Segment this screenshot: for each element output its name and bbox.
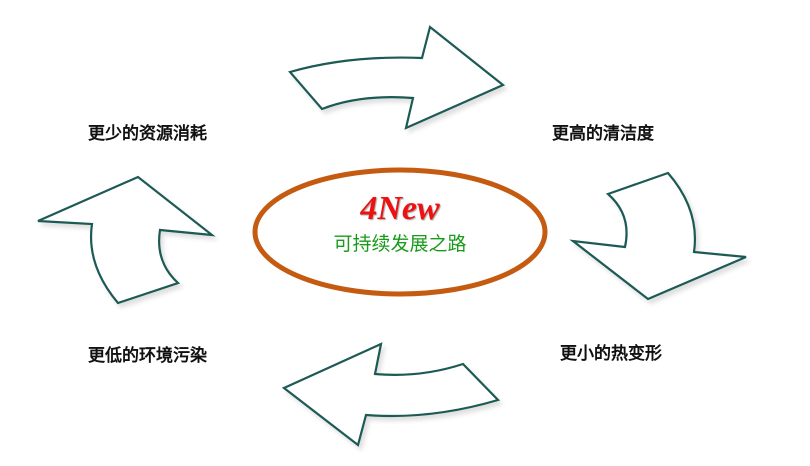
label-less-environmental-pollution: 更低的环境污染 bbox=[88, 346, 207, 366]
arrow-down-icon bbox=[569, 171, 747, 301]
arrow-right-icon bbox=[288, 25, 506, 130]
center-ellipse bbox=[252, 167, 548, 297]
label-less-thermal-deformation: 更小的热变形 bbox=[560, 344, 662, 364]
center-title: 4New bbox=[360, 190, 440, 227]
arrow-left-icon bbox=[281, 342, 501, 447]
center-subtitle: 可持续发展之路 bbox=[333, 233, 467, 255]
label-less-resource-consumption: 更少的资源消耗 bbox=[88, 124, 207, 144]
label-higher-cleanliness: 更高的清洁度 bbox=[552, 124, 654, 144]
arrow-up-icon bbox=[37, 175, 216, 305]
